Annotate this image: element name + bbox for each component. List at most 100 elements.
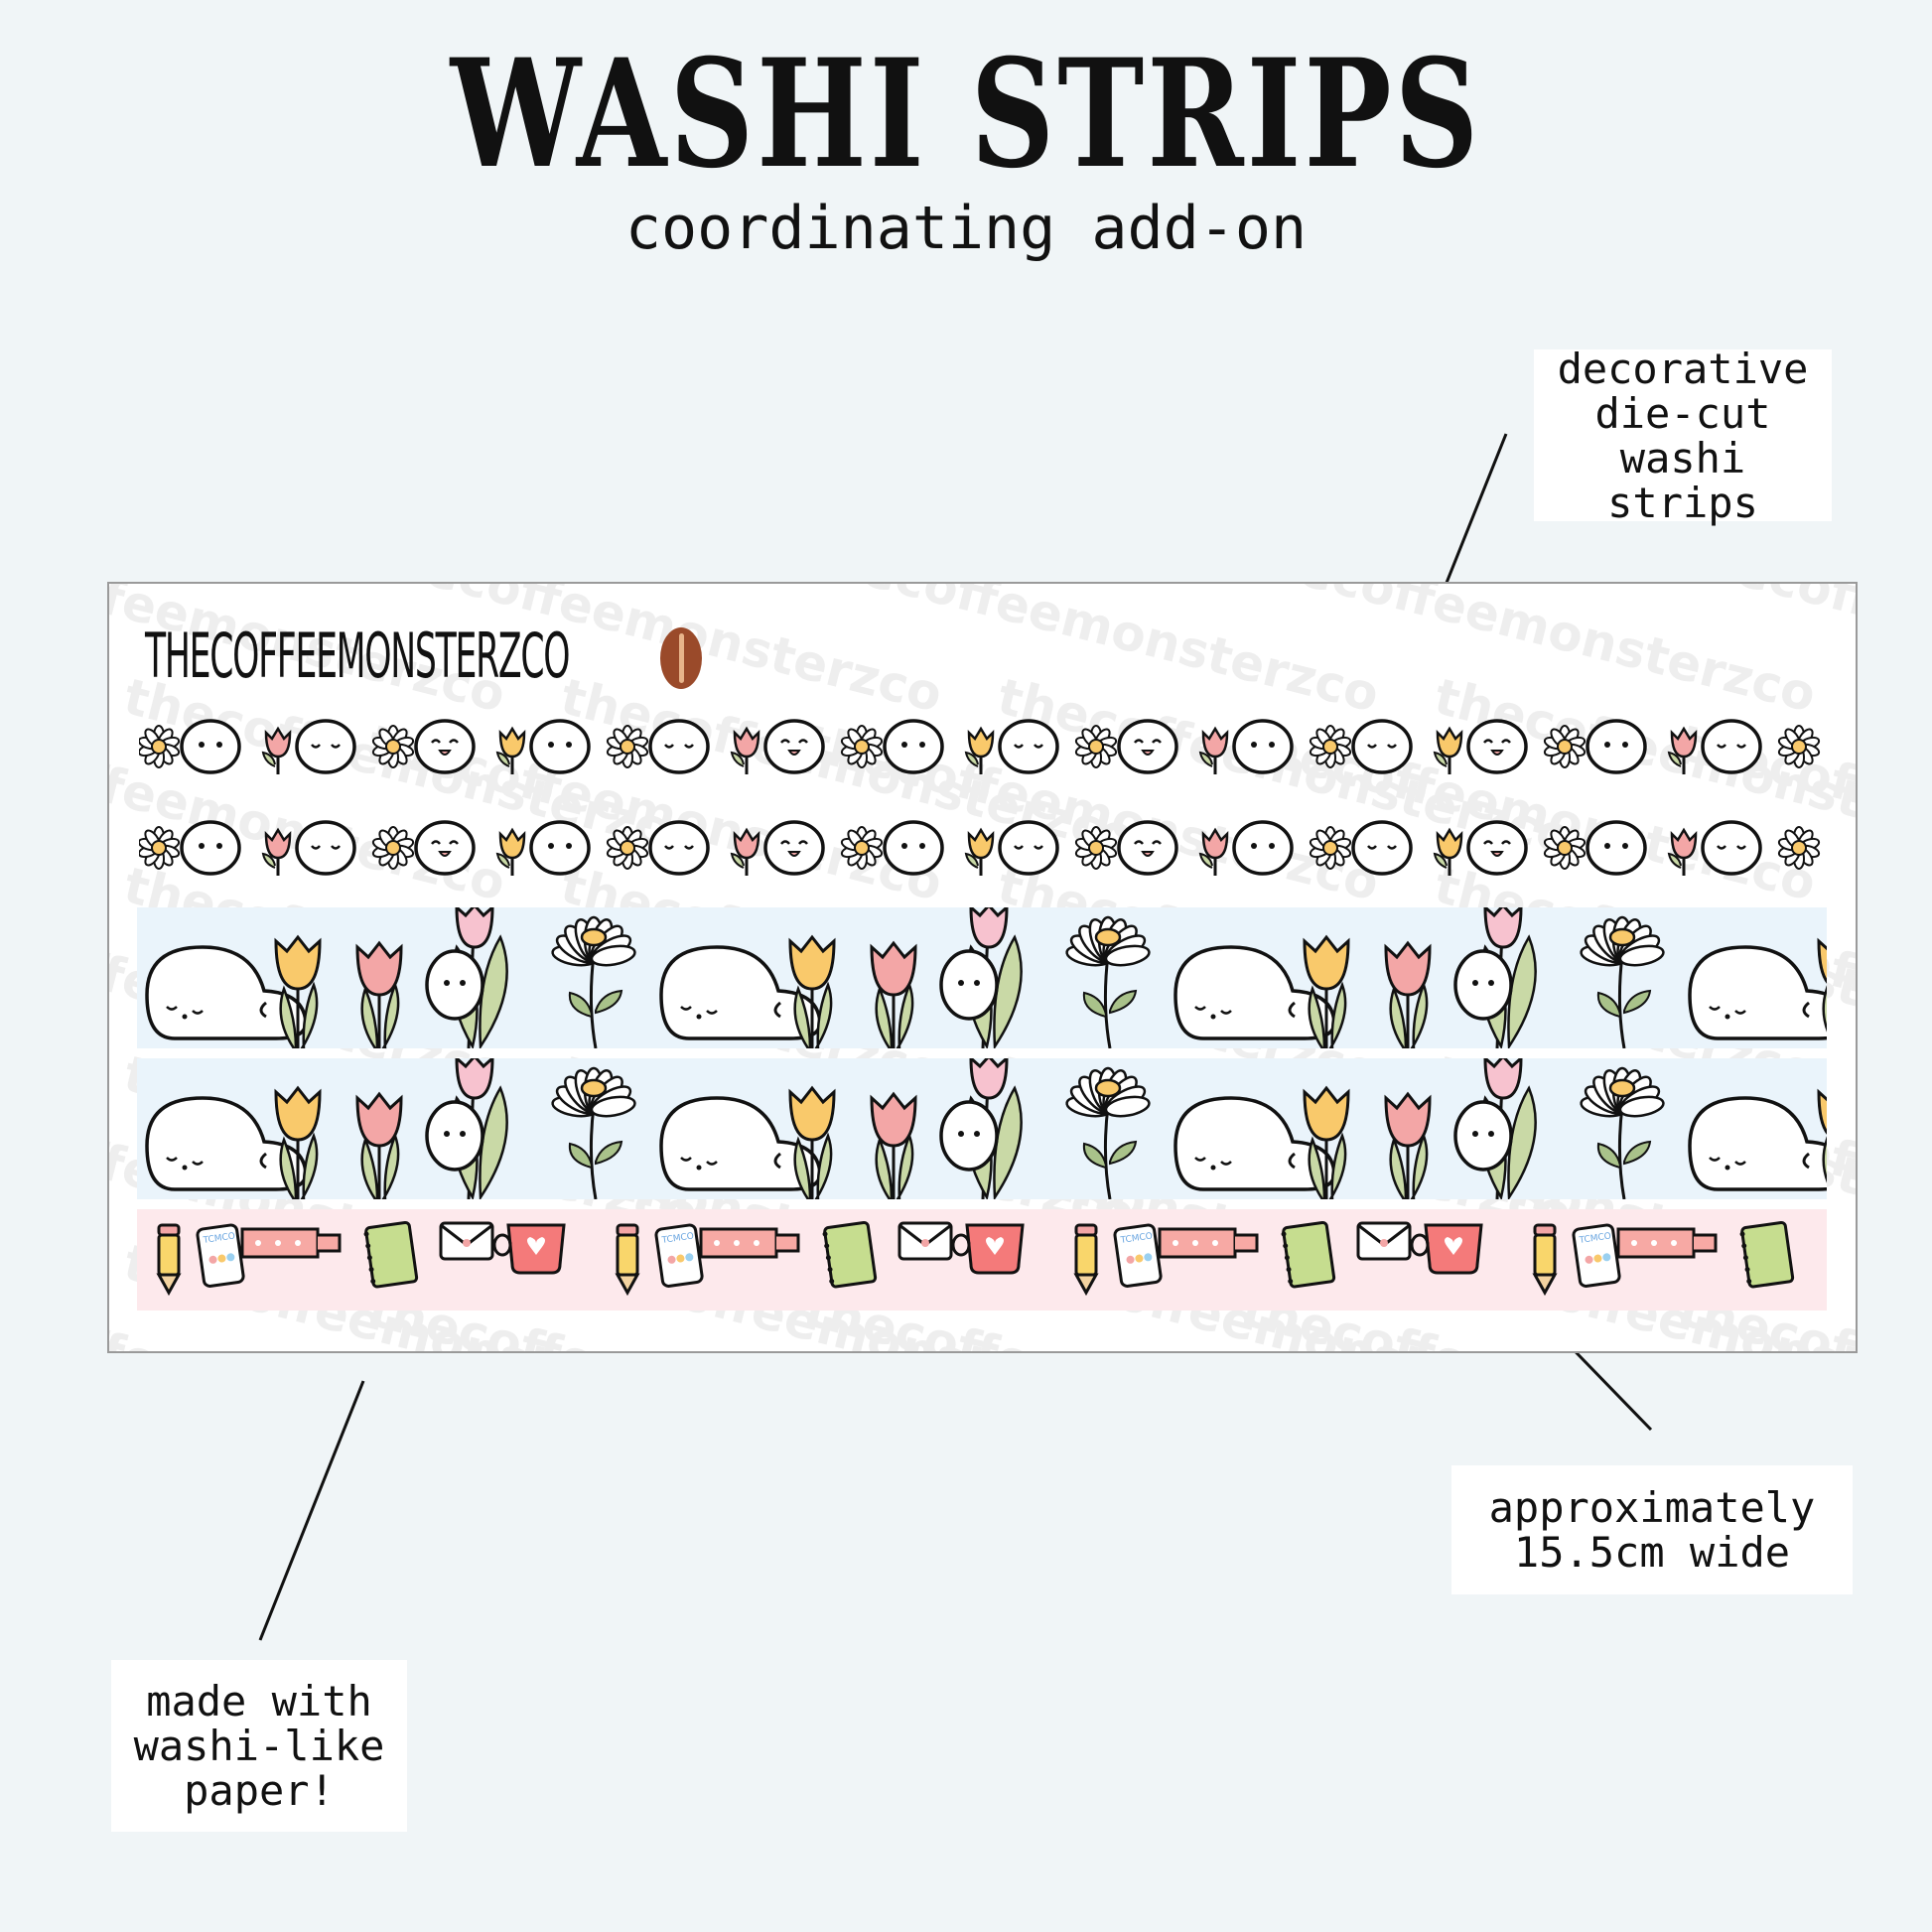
daisy-icon [840,725,884,768]
tulip-icon [964,726,995,774]
tulip-icon [1433,827,1463,876]
peeking-monster-icon [1453,1058,1537,1199]
washi-tape-icon [240,1227,342,1259]
callout-paper: made with washi-like paper! [111,1660,407,1832]
pencil-icon [156,1223,182,1297]
tulip-icon [355,1091,403,1199]
tulip-icon [1817,1088,1827,1183]
monster-face-icon [763,820,825,876]
sleeping-monster-icon [145,1096,308,1191]
daisy-icon [1580,1066,1665,1199]
pencil-icon [615,1223,640,1297]
svg-text:TCMCO: TCMCO [202,1232,235,1247]
peeking-monster-icon [1453,907,1537,1048]
monster-face-icon [1466,719,1528,774]
daisy-icon [1777,725,1821,768]
daisy-icon [1543,826,1587,870]
tulip-icon [274,934,322,1048]
daisy-icon [371,725,415,768]
callout-width: approximately 15.5cm wide [1451,1465,1853,1594]
tulip-icon [870,1091,917,1199]
planner-icon: TCMCO [1572,1223,1621,1288]
monster-garden-strip [137,1058,1827,1199]
face-flower-strip [139,719,1821,774]
monster-face-icon [295,719,356,774]
monster-face-icon [763,719,825,774]
tulip-icon [788,1085,836,1199]
washi-tape-icon [699,1227,800,1259]
tulip-icon [1817,937,1827,1033]
monster-face-icon [529,719,591,774]
daisy-icon [1777,826,1821,870]
tulip-icon [274,1085,322,1199]
monster-garden-strip [137,907,1827,1048]
callout-die-cut: decorative die-cut washi strips [1534,346,1832,525]
tulip-icon [870,940,917,1048]
monster-face-icon [1232,820,1294,876]
sleeping-monster-icon [659,1096,822,1191]
daisy-icon [840,826,884,870]
monster-face-icon [414,719,476,774]
tulip-icon [788,934,836,1048]
envelope-icon [1356,1221,1412,1261]
svg-text:TCMCO: TCMCO [1119,1232,1153,1247]
daisy-icon [139,725,181,768]
monster-face-icon [1117,820,1178,876]
planner-icon: TCMCO [654,1223,704,1288]
daisy-icon [1309,826,1352,870]
monster-face-icon [1351,820,1413,876]
daisy-icon [1309,725,1352,768]
monster-face-icon [529,820,591,876]
washi-tape-icon [1616,1227,1718,1259]
monster-face-icon [1351,719,1413,774]
monster-face-icon [1586,719,1647,774]
monster-face-icon [1117,719,1178,774]
monster-face-icon [883,719,944,774]
tulip-icon [1667,827,1698,876]
daisy-icon [606,725,649,768]
peeking-monster-icon [939,1058,1023,1199]
monster-face-icon [998,820,1059,876]
peeking-monster-icon [425,1058,508,1199]
pencil-icon [1532,1223,1558,1297]
svg-text:TCMCO: TCMCO [660,1232,694,1247]
daisy-icon [606,826,649,870]
tulip-icon [355,940,403,1048]
notebook-icon [1739,1220,1795,1289]
monster-face-icon [648,719,710,774]
envelope-icon [897,1221,953,1261]
daisy-icon [1580,915,1665,1048]
tulip-icon [964,827,995,876]
face-flower-strip [139,820,1821,876]
brand-logo: THECOFFEEMONSTERZCO [145,620,570,692]
monster-face-icon [180,820,241,876]
svg-text:TCMCO: TCMCO [1578,1232,1611,1247]
monster-face-icon [180,719,241,774]
peeking-monster-icon [939,907,1023,1048]
tulip-icon [1303,934,1350,1048]
sleeping-monster-icon [1688,1096,1827,1191]
planner-icon: TCMCO [196,1223,245,1288]
pencil-icon [1073,1223,1099,1297]
notebook-icon [822,1220,878,1289]
planner-icon: TCMCO [1113,1223,1163,1288]
monster-face-icon [1701,719,1762,774]
washi-tape-icon [1158,1227,1259,1259]
tulip-icon [1384,1091,1432,1199]
tulip-icon [1433,726,1463,774]
mug-icon [1410,1223,1483,1275]
tulip-icon [1198,726,1229,774]
tulip-icon [495,827,526,876]
tulip-icon [1384,940,1432,1048]
notebook-icon [363,1220,419,1289]
tulip-icon [1198,827,1229,876]
tulip-icon [1303,1085,1350,1199]
daisy-icon [551,915,636,1048]
monster-face-icon [1701,820,1762,876]
daisy-icon [1065,1066,1151,1199]
monster-face-icon [295,820,356,876]
notebook-icon [1281,1220,1336,1289]
monster-face-icon [648,820,710,876]
tulip-icon [730,827,760,876]
